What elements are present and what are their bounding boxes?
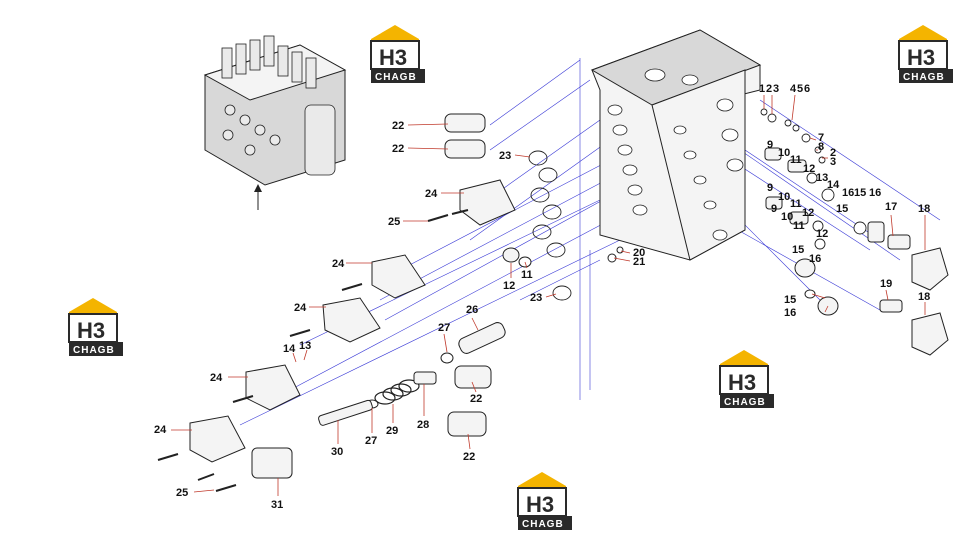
callout-10: 10 bbox=[781, 211, 793, 223]
callout-4: 4 bbox=[790, 83, 797, 95]
callout-24: 24 bbox=[154, 424, 167, 436]
callout-15: 15 bbox=[784, 294, 796, 306]
callout-11: 11 bbox=[521, 269, 533, 281]
callout-3: 3 bbox=[830, 156, 836, 168]
plug-22 bbox=[444, 113, 492, 437]
callout-2: 2 bbox=[830, 147, 836, 159]
assembly-overview-thumbnail bbox=[203, 35, 347, 210]
callout-21: 21 bbox=[633, 256, 645, 268]
callout-13: 13 bbox=[299, 340, 311, 352]
callout-15: 15 bbox=[836, 203, 848, 215]
callout-31: 31 bbox=[271, 499, 283, 511]
callout-7: 7 bbox=[818, 132, 824, 144]
callout-28: 28 bbox=[417, 419, 429, 431]
bolt-25 bbox=[157, 209, 469, 492]
callout-5: 5 bbox=[797, 83, 803, 95]
brand-logo-watermark: H3 CHAGB bbox=[898, 25, 953, 83]
callout-23: 23 bbox=[499, 150, 511, 162]
callout-14: 14 bbox=[283, 343, 296, 355]
callout-11: 11 bbox=[793, 220, 805, 232]
svg-text:H3: H3 bbox=[728, 370, 756, 395]
callout-16: 16 bbox=[809, 253, 821, 265]
callout-27: 27 bbox=[438, 322, 450, 334]
svg-text:CHAGB: CHAGB bbox=[73, 345, 115, 356]
callout-20: 20 bbox=[633, 247, 645, 259]
callout-15: 15 bbox=[792, 244, 804, 256]
callout-1: 1 bbox=[759, 83, 765, 95]
callout-12: 12 bbox=[503, 280, 515, 292]
svg-text:H3: H3 bbox=[379, 45, 407, 70]
callout-18: 18 bbox=[918, 291, 930, 303]
svg-text:CHAGB: CHAGB bbox=[724, 397, 766, 408]
brand-logo-watermark: H3 CHAGB bbox=[370, 25, 425, 83]
callout-24: 24 bbox=[425, 188, 438, 200]
callout-22: 22 bbox=[463, 451, 475, 463]
svg-text:H3: H3 bbox=[77, 318, 105, 343]
callout-24: 24 bbox=[294, 302, 307, 314]
callout-24: 24 bbox=[210, 372, 223, 384]
callout-9: 9 bbox=[767, 139, 773, 151]
callout-13: 13 bbox=[816, 172, 828, 184]
callout-14: 14 bbox=[827, 179, 840, 191]
right-side-components bbox=[760, 108, 949, 356]
brand-logo-watermark: H3 CHAGB bbox=[517, 472, 572, 530]
callout-16: 16 bbox=[784, 307, 796, 319]
callout-29: 29 bbox=[386, 425, 398, 437]
callout-10: 10 bbox=[778, 147, 790, 159]
svg-text:H3: H3 bbox=[526, 492, 554, 517]
callout-9: 9 bbox=[771, 203, 777, 215]
leader-lines bbox=[171, 94, 926, 496]
callout-25: 25 bbox=[176, 487, 188, 499]
callout-22: 22 bbox=[470, 393, 482, 405]
callout-labels: 22 22 23 24 25 24 24 24 24 25 23 12 11 2… bbox=[154, 83, 930, 511]
callout-22: 22 bbox=[392, 143, 404, 155]
callout-8: 8 bbox=[818, 141, 824, 153]
callout-23: 23 bbox=[530, 292, 542, 304]
cover-24 bbox=[189, 179, 516, 463]
callout-22: 22 bbox=[392, 120, 404, 132]
callout-27: 27 bbox=[365, 435, 377, 447]
callout-25: 25 bbox=[388, 216, 400, 228]
callout-15: 15 bbox=[854, 187, 866, 199]
svg-text:CHAGB: CHAGB bbox=[375, 72, 417, 83]
brand-logo-watermark: H3 CHAGB bbox=[68, 298, 123, 356]
callout-16: 16 bbox=[869, 187, 881, 199]
callout-17: 17 bbox=[885, 201, 897, 213]
callout-3: 3 bbox=[773, 83, 779, 95]
callout-24: 24 bbox=[332, 258, 345, 270]
brand-logo-watermark: H3 CHAGB bbox=[719, 350, 774, 408]
svg-text:CHAGB: CHAGB bbox=[522, 519, 564, 530]
callout-26: 26 bbox=[466, 304, 478, 316]
callout-19: 19 bbox=[880, 278, 892, 290]
callout-12: 12 bbox=[802, 207, 814, 219]
callout-12: 12 bbox=[803, 163, 815, 175]
o-ring-stack bbox=[528, 150, 572, 301]
svg-text:CHAGB: CHAGB bbox=[903, 72, 945, 83]
callout-12: 12 bbox=[816, 228, 828, 240]
callout-6: 6 bbox=[804, 83, 810, 95]
callout-2: 2 bbox=[766, 83, 772, 95]
callout-9: 9 bbox=[767, 182, 773, 194]
spool-assembly bbox=[251, 246, 624, 479]
valve-body bbox=[590, 29, 762, 261]
callout-30: 30 bbox=[331, 446, 343, 458]
callout-10: 10 bbox=[778, 191, 790, 203]
callout-11: 11 bbox=[790, 154, 802, 166]
callout-11: 11 bbox=[790, 198, 802, 210]
svg-text:H3: H3 bbox=[907, 45, 935, 70]
callout-16: 16 bbox=[842, 187, 854, 199]
callout-18: 18 bbox=[918, 203, 930, 215]
